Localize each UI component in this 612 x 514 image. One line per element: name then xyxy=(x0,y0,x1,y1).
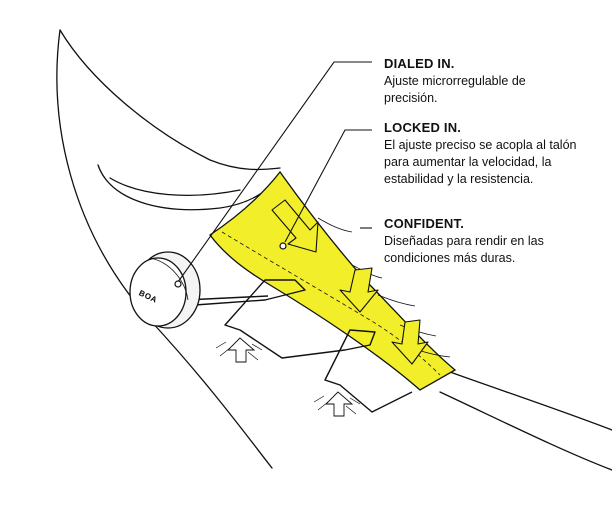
lace-arrow-hatching xyxy=(215,341,361,415)
heel-panel-highlight xyxy=(209,170,457,391)
callout-title: CONFIDENT. xyxy=(384,216,464,231)
callout-dialed-in: DIALED IN. Ajuste microrregulable de pre… xyxy=(384,56,610,107)
boa-dial: BOA xyxy=(129,251,201,329)
callout-locked-in: LOCKED IN. El ajuste preciso se acopla a… xyxy=(384,120,610,188)
callout-leaders xyxy=(177,61,372,283)
leader-dots xyxy=(174,242,287,288)
callout-text: El ajuste preciso se acopla al talón par… xyxy=(384,138,577,186)
callout-text: Ajuste microrregulable de precisión. xyxy=(384,74,526,105)
callout-text: Diseñadas para rendir en las condiciones… xyxy=(384,234,544,265)
callout-title: LOCKED IN. xyxy=(384,120,462,135)
callout-confident: CONFIDENT. Diseñadas para rendir en las … xyxy=(384,216,610,267)
compression-arrows xyxy=(271,199,429,365)
lace-arrows xyxy=(226,337,354,417)
callout-title: DIALED IN. xyxy=(384,56,455,71)
